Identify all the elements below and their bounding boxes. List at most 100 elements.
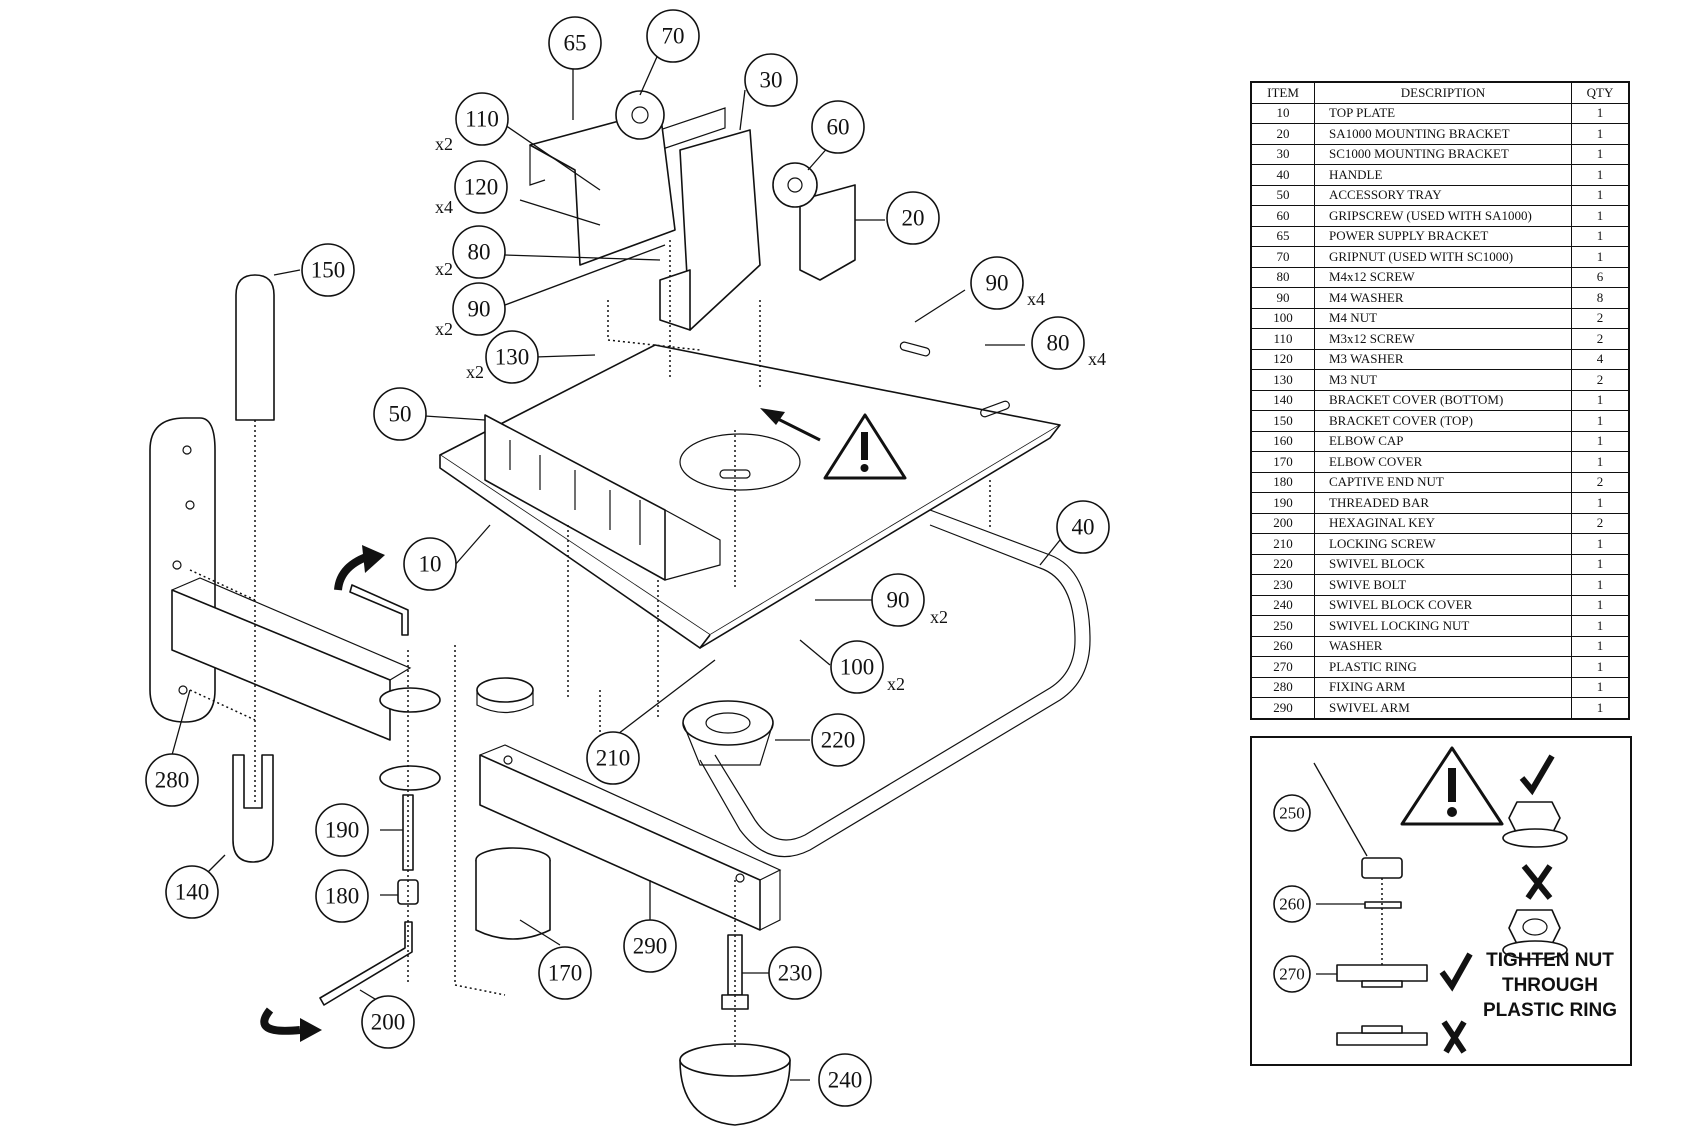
bom-item-cell: 200 bbox=[1250, 512, 1315, 534]
bom-qty-cell: 1 bbox=[1571, 430, 1630, 452]
elbow-cover-part bbox=[475, 847, 551, 940]
callout-190: 190 bbox=[315, 803, 369, 857]
bom-description-cell: PLASTIC RING bbox=[1314, 656, 1572, 678]
bom-description-cell: POWER SUPPLY BRACKET bbox=[1314, 225, 1572, 247]
bracket-cover-top-part bbox=[235, 274, 275, 421]
bom-description-cell: M4x12 SCREW bbox=[1314, 266, 1572, 288]
warning-icon bbox=[1400, 746, 1504, 826]
callout-70: 70 bbox=[646, 9, 700, 63]
bom-description-cell: M3x12 SCREW bbox=[1314, 328, 1572, 350]
bom-item-cell: 90 bbox=[1250, 287, 1315, 309]
bom-description-cell: WASHER bbox=[1314, 635, 1572, 657]
svg-text:190: 190 bbox=[325, 818, 360, 843]
callout-40: 40 bbox=[1056, 500, 1110, 554]
bom-qty-cell: 1 bbox=[1571, 533, 1630, 555]
bom-description-cell: ELBOW COVER bbox=[1314, 451, 1572, 473]
callout-130: 130 bbox=[485, 330, 539, 384]
bom-qty-cell: 2 bbox=[1571, 471, 1630, 493]
svg-text:30: 30 bbox=[760, 68, 783, 93]
callout-220: 220 bbox=[811, 713, 865, 767]
callout-240: 240 bbox=[818, 1053, 872, 1107]
bom-qty-cell: 1 bbox=[1571, 143, 1630, 165]
svg-text:260: 260 bbox=[1279, 895, 1305, 914]
bom-item-cell: 80 bbox=[1250, 266, 1315, 288]
callout-100: 100 bbox=[830, 640, 884, 694]
bom-qty-cell: 1 bbox=[1571, 164, 1630, 186]
warning-icon bbox=[823, 413, 907, 480]
callout-200: 200 bbox=[361, 995, 415, 1049]
bom-description-cell: THREADED BAR bbox=[1314, 492, 1572, 514]
note-line-1: TIGHTEN NUT bbox=[1486, 950, 1614, 971]
svg-text:70: 70 bbox=[662, 24, 685, 49]
bom-item-cell: 10 bbox=[1250, 102, 1315, 124]
svg-text:240: 240 bbox=[828, 1068, 863, 1093]
bom-item-cell: 220 bbox=[1250, 553, 1315, 575]
bom-item-cell: 120 bbox=[1250, 348, 1315, 370]
bom-qty-cell: 1 bbox=[1571, 615, 1630, 637]
svg-text:40: 40 bbox=[1072, 515, 1095, 540]
svg-text:90: 90 bbox=[468, 297, 491, 322]
qty-mark: x2 bbox=[930, 607, 948, 627]
sc1000-bracket-part bbox=[629, 107, 761, 331]
bom-description-cell: SC1000 MOUNTING BRACKET bbox=[1314, 143, 1572, 165]
elbow-cap-part bbox=[476, 677, 534, 714]
svg-text:90: 90 bbox=[887, 588, 910, 613]
bom-item-cell: 70 bbox=[1250, 246, 1315, 268]
bom-qty-cell: 1 bbox=[1571, 697, 1630, 719]
callout-260: 260 bbox=[1273, 885, 1311, 923]
svg-text:20: 20 bbox=[902, 206, 925, 231]
cross-icon bbox=[1521, 864, 1553, 900]
bom-header-row: ITEM DESCRIPTION QTY bbox=[1250, 81, 1630, 104]
callout-280: 280 bbox=[145, 753, 199, 807]
gripscrew-part bbox=[772, 162, 818, 208]
checkmark-icon bbox=[1439, 952, 1473, 992]
sa1000-bracket-part bbox=[799, 184, 856, 281]
svg-text:80: 80 bbox=[468, 240, 491, 265]
bom-item-cell: 160 bbox=[1250, 430, 1315, 452]
bom-description-cell: M3 NUT bbox=[1314, 369, 1572, 391]
bom-item-cell: 65 bbox=[1250, 225, 1315, 247]
incorrect-nut-icon bbox=[1502, 909, 1568, 960]
bom-item-cell: 280 bbox=[1250, 676, 1315, 698]
svg-text:110: 110 bbox=[465, 107, 499, 132]
cross-icon bbox=[1441, 1020, 1467, 1054]
checkmark-icon bbox=[1519, 754, 1555, 796]
correct-nut-icon bbox=[1502, 801, 1568, 848]
bom-description-cell: BRACKET COVER (TOP) bbox=[1314, 410, 1572, 432]
bom-item-cell: 180 bbox=[1250, 471, 1315, 493]
callout-250: 250 bbox=[1273, 794, 1311, 832]
qty-mark: x2 bbox=[435, 134, 453, 154]
svg-text:230: 230 bbox=[778, 961, 813, 986]
svg-text:60: 60 bbox=[827, 115, 850, 140]
callout-180: 180 bbox=[315, 869, 369, 923]
bom-description-cell: SWIVEL ARM bbox=[1314, 697, 1572, 719]
qty-mark: x4 bbox=[1088, 349, 1106, 369]
callout-80: 80 bbox=[1031, 316, 1085, 370]
callout-90: 90 bbox=[452, 282, 506, 336]
svg-text:180: 180 bbox=[325, 884, 360, 909]
qty-mark: x2 bbox=[466, 362, 484, 382]
bom-qty-cell: 1 bbox=[1571, 225, 1630, 247]
svg-text:130: 130 bbox=[495, 345, 530, 370]
bom-qty-cell: 4 bbox=[1571, 348, 1630, 370]
svg-text:140: 140 bbox=[175, 880, 210, 905]
bom-description-cell: GRIPNUT (USED WITH SC1000) bbox=[1314, 246, 1572, 268]
callout-210: 210 bbox=[586, 731, 640, 785]
callout-120: 120 bbox=[454, 160, 508, 214]
svg-text:90: 90 bbox=[986, 271, 1009, 296]
